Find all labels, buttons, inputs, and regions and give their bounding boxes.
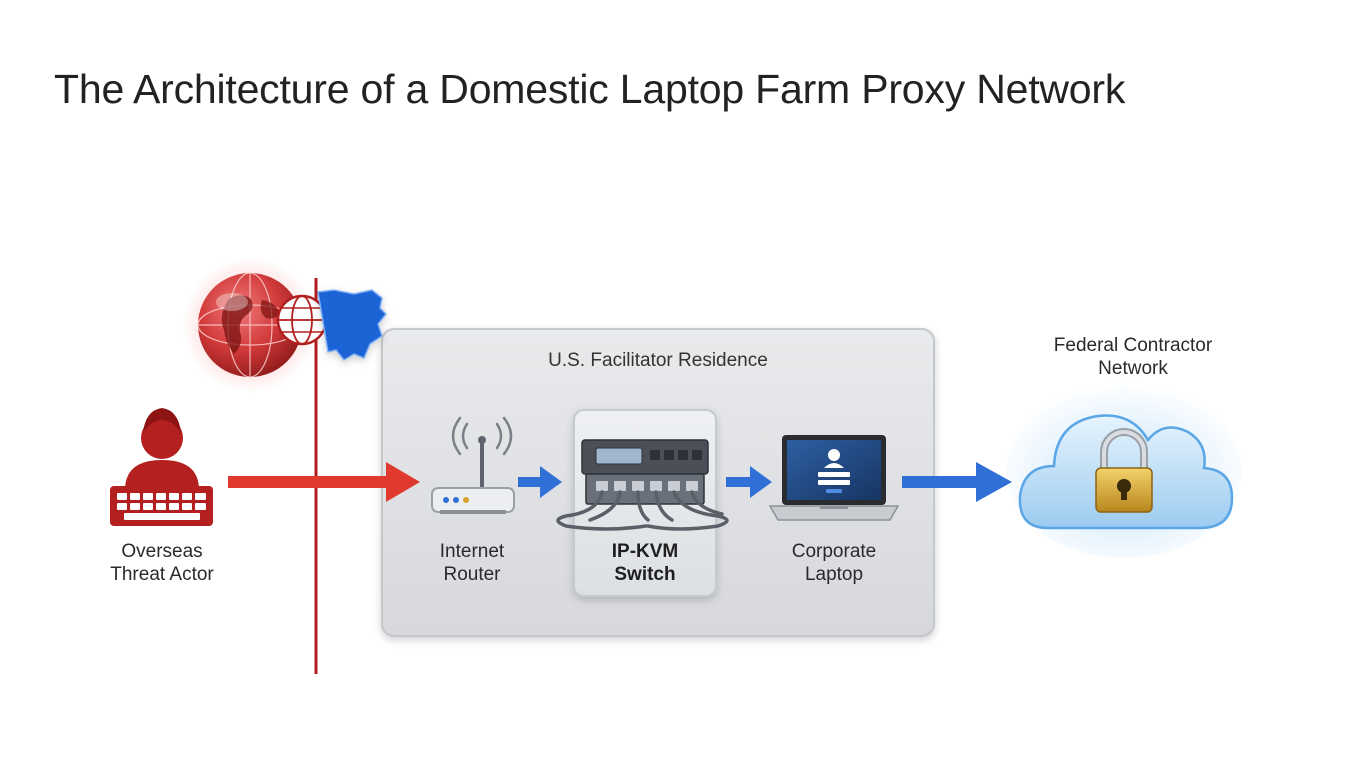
cloud-lock-icon <box>1006 382 1242 558</box>
laptop-label: Corporate Laptop <box>791 541 877 585</box>
us-map-icon <box>317 289 388 361</box>
globe-icon <box>182 257 318 393</box>
border-globe-icon <box>276 294 328 346</box>
hacker-keyboard-icon <box>110 408 213 526</box>
kvm-switch-icon <box>556 439 729 531</box>
threat-arrow <box>228 462 420 502</box>
laptop-login-icon <box>768 435 900 521</box>
router-to-kvm-arrow <box>518 466 562 498</box>
page-title: The Architecture of a Domestic Laptop Fa… <box>54 66 1126 112</box>
kvm-to-laptop-arrow <box>726 466 772 498</box>
wifi-router-icon <box>431 416 515 514</box>
router-label: Internet Router <box>439 541 505 585</box>
kvm-label: IP-KVM Switch <box>611 541 679 585</box>
laptop-to-cloud-arrow <box>902 462 1012 502</box>
contractor-label: Federal Contractor Network <box>1053 335 1213 379</box>
threat-actor-label: Overseas Threat Actor <box>110 541 214 585</box>
residence-label: U.S. Facilitator Residence <box>548 350 768 371</box>
